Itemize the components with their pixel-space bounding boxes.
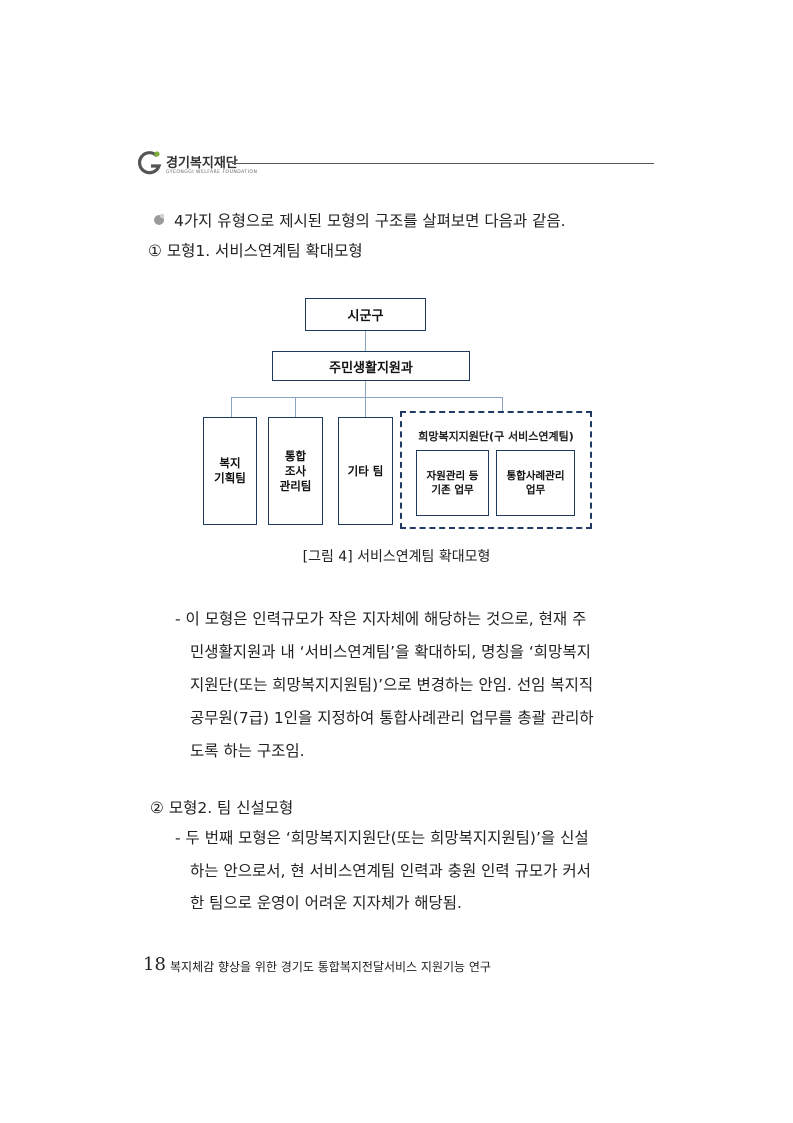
running-title: 복지체감 향상을 위한 경기도 통합복지전달서비스 지원기능 연구 (170, 960, 491, 974)
paragraph-line: 하는 안으로서, 현 서비스연계팀 인력과 충원 인력 규모가 커서 (190, 862, 591, 880)
connector (502, 397, 503, 411)
org-name: 경기복지재단 (166, 156, 238, 171)
figure-caption: [그림 4] 서비스연계팀 확대모형 (302, 549, 491, 565)
paragraph-line: - 두 번째 모형은 ‘희망복지지원단(또는 희망복지지원팀)’을 신설 (175, 829, 589, 847)
intro-text: 4가지 유형으로 제시된 모형의 구조를 살펴보면 다음과 같음. (174, 212, 566, 230)
box-resident-support-dept: 주민생활지원과 (272, 351, 470, 381)
org-subtitle: GYEONGGI WELFARE FOUNDATION (166, 170, 258, 175)
paragraph-line: 민생활지원과 내 ‘서비스연계팀’을 확대하되, 명칭을 ‘희망복지 (190, 643, 591, 661)
connector (365, 397, 366, 417)
connector (231, 397, 503, 398)
model2-heading: ② 모형2. 팀 신설모형 (150, 799, 294, 817)
connector (365, 381, 366, 397)
paragraph-line: 도록 하는 구조임. (190, 742, 305, 760)
connector (295, 397, 296, 417)
box-resource-management: 자원관리 등 기존 업무 (416, 450, 489, 516)
paragraph-line: 지원단(또는 희망복지지원팀)’으로 변경하는 안임. 선임 복지직 (190, 676, 594, 694)
hope-welfare-group (400, 411, 592, 529)
paragraph-line: - 이 모형은 인력규모가 작은 지자체에 해당하는 것으로, 현재 주 (175, 610, 587, 628)
header-rule (232, 163, 654, 164)
foundation-logo-icon (138, 151, 162, 175)
connector (231, 397, 232, 417)
bullet-icon (154, 213, 165, 225)
page-number: 18 (143, 954, 166, 975)
box-welfare-planning-team: 복지 기획팀 (203, 417, 257, 525)
box-case-management: 통합사례관리 업무 (496, 450, 575, 516)
paragraph-line: 한 팀으로 운영이 어려운 지자체가 해당됨. (190, 894, 462, 912)
box-other-team: 기타 팀 (338, 417, 393, 525)
paragraph-line: 공무원(7급) 1인을 지정하여 통합사례관리 업무를 총괄 관리하 (190, 709, 594, 727)
box-integrated-survey-team: 통합 조사 관리팀 (268, 417, 323, 525)
box-sigungu: 시군구 (305, 298, 426, 331)
connector (365, 331, 366, 351)
hope-welfare-group-title: 희망복지지원단(구 서비스연계팀) (418, 430, 574, 443)
model1-heading: ① 모형1. 서비스연계팀 확대모형 (148, 242, 363, 260)
